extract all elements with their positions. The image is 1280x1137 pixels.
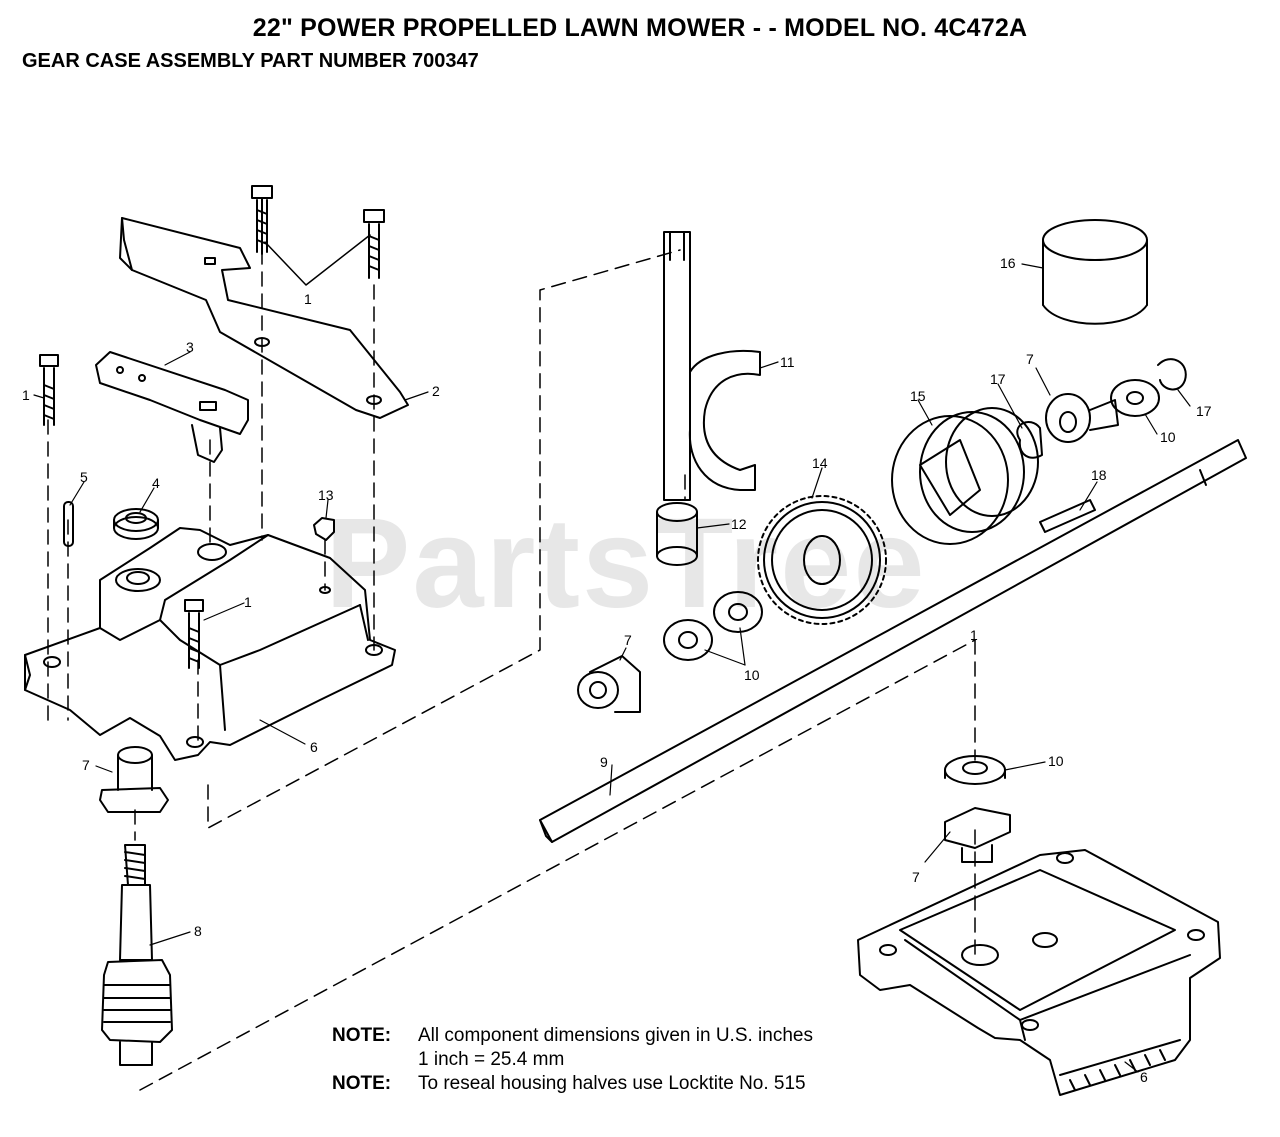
part-10-washer-right [1110,379,1160,417]
part-1-bolt-middle [184,599,204,669]
part-7-bushing-left [99,746,169,813]
part-8-worm-shaft [101,844,173,1066]
note-reseal: NOTE: To reseal housing halves use Lockt… [332,1072,813,1096]
callout-13: 13 [318,487,334,503]
part-10-washer-lower [944,755,1006,785]
callout-leaders [33,263,1191,1073]
part-9-axle [539,439,1247,843]
note-text: 1 inch = 25.4 mm [418,1049,565,1070]
watermark: PartsTree [325,492,927,635]
part-4-washer [113,508,159,540]
part-5-pin [63,501,74,547]
part-1-bolt-left [39,354,59,426]
callout-14: 14 [812,455,828,471]
note-text: To reseal housing halves use Locktite No… [418,1073,806,1094]
assembly-subtitle: GEAR CASE ASSEMBLY PART NUMBER 700347 [22,50,479,72]
notes-block: NOTE: All component dimensions given in … [332,1024,813,1096]
callout-6-upper: 6 [310,739,318,755]
note-label: NOTE: [332,1025,392,1046]
part-1-bolt-top-a [251,185,273,255]
part-7-bushing-middle [577,655,641,713]
callout-7-lower: 7 [912,869,920,885]
callout-9: 9 [600,754,608,770]
part-12-sleeve [656,502,698,566]
note-label: NOTE: [332,1073,392,1094]
page-title: 22" POWER PROPELLED LAWN MOWER - - MODEL… [252,14,1028,42]
note-text: All component dimensions given in U.S. i… [418,1025,813,1046]
callout-16: 16 [1000,255,1016,271]
callout-10-lower: 10 [1048,753,1064,769]
callout-17-left: 17 [990,371,1006,387]
part-11-shift-fork [663,231,761,501]
callout-15: 15 [910,388,926,404]
callout-10-middle: 10 [744,667,760,683]
callout-1-left: 1 [22,387,30,403]
callout-2: 2 [432,383,440,399]
part-2-bracket [119,217,409,419]
part-6-upper-housing [24,527,396,761]
assembly-guide-lines [47,249,976,1091]
part-7-bushing-right [1045,393,1119,443]
part-18-key [1039,499,1096,533]
callout-6-lower: 6 [1140,1069,1148,1085]
callout-1-middle: 1 [244,594,252,610]
part-16-cup [1042,219,1148,325]
note-dimensions: NOTE: All component dimensions given in … [332,1024,813,1072]
callout-17-right: 17 [1196,403,1212,419]
part-14-gear [757,495,887,625]
callout-1-lower: 1 [970,627,978,643]
part-1-bolt-top-b [363,209,385,279]
callout-12: 12 [731,516,747,532]
part-7-bushing-lower [944,807,1011,863]
callout-4: 4 [152,475,160,491]
part-10-washers-middle [663,591,763,661]
callout-1-top: 1 [304,291,312,307]
part-17-clip-right [1157,358,1187,391]
callout-8: 8 [194,923,202,939]
callout-5: 5 [80,469,88,485]
callout-10-right: 10 [1160,429,1176,445]
callout-18: 18 [1091,467,1107,483]
part-15-clutch [891,407,1039,545]
part-13-plug [313,517,335,541]
callout-7-right: 7 [1026,351,1034,367]
callout-7-middle: 7 [624,632,632,648]
part-6-lower-housing [857,849,1221,1096]
callout-7-left: 7 [82,757,90,773]
callout-3: 3 [186,339,194,355]
part-3-shift-lever [95,351,249,463]
callout-11: 11 [780,354,795,370]
part-17-clip-left [1016,421,1043,459]
